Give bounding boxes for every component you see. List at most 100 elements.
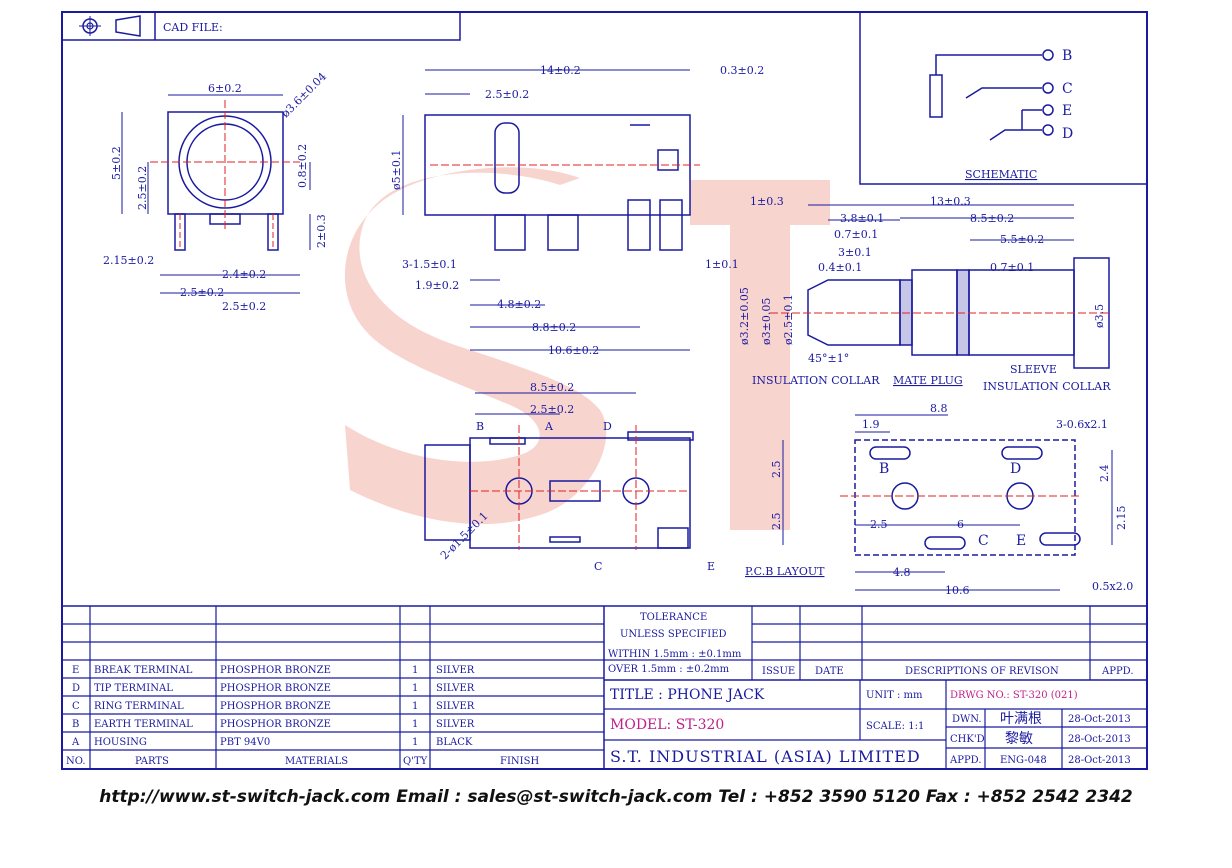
svg-text:PHOSPHOR BRONZE: PHOSPHOR BRONZE (220, 665, 331, 676)
tolerance-line4: OVER 1.5mm : ±0.2mm (608, 664, 730, 675)
table-row: A HOUSING PBT 94V0 1 BLACK (71, 737, 473, 748)
front-pitch2: 2.5±0.2 (180, 286, 224, 299)
plug-d1: 1±0.3 (750, 195, 784, 208)
plug-dia32: ø3.2±0.05 (738, 287, 751, 345)
front-pitch3: 2.5±0.2 (222, 300, 266, 313)
chkd-name: 黎敏 (1005, 731, 1033, 747)
drwg-no: DRWG NO.: ST-320 (021) (950, 690, 1078, 701)
tolerance-line2: UNLESS SPECIFIED (620, 629, 727, 640)
dwn-label: DWN. (952, 714, 982, 725)
plug-d55: 5.5±0.2 (1000, 233, 1044, 246)
side-nose: 2.5±0.2 (485, 88, 529, 101)
dwn-date: 28-Oct-2013 (1068, 714, 1131, 725)
pcb-v25b: 2.5 (770, 513, 783, 531)
svg-text:A: A (71, 737, 80, 748)
chkd-date: 28-Oct-2013 (1068, 734, 1131, 745)
plug-d13: 13±0.3 (930, 195, 971, 208)
side-d106: 10.6±0.2 (548, 344, 599, 357)
plug-d04: 0.4±0.1 (818, 261, 862, 274)
pcb-slots: 3-0.6x2.1 (1056, 418, 1108, 431)
pcb-b: B (879, 461, 889, 477)
pcb-c: C (978, 533, 989, 549)
model-text: MODEL: ST-320 (610, 717, 724, 733)
svg-text:PHOSPHOR BRONZE: PHOSPHOR BRONZE (220, 701, 331, 712)
title-text: TITLE : PHONE JACK (610, 687, 765, 703)
rev-issue: ISSUE (762, 666, 795, 677)
pcb-d88: 8.8 (930, 402, 948, 415)
plug-angle: 45°±1° (808, 352, 849, 365)
plug-d3: 3±0.1 (838, 246, 872, 259)
pcb-h6: 6 (957, 518, 964, 531)
svg-text:SILVER: SILVER (436, 683, 475, 694)
schematic-b: B (1062, 48, 1072, 64)
bottom-a: A (544, 420, 554, 433)
side-d88: 8.8±0.2 (532, 321, 576, 334)
bottom-view (424, 392, 694, 550)
front-pitch1: 2.4±0.2 (222, 268, 266, 281)
svg-text:PBT 94V0: PBT 94V0 (220, 737, 270, 748)
tolerance-line1: TOLERANCE (640, 612, 707, 623)
side-tail: 0.3±0.2 (720, 64, 764, 77)
chkd-label: CHK'D (950, 734, 985, 745)
front-height: 5±0.2 (110, 146, 123, 180)
side-length: 14±0.2 (540, 64, 581, 77)
front-width: 6±0.2 (208, 82, 242, 95)
appd-date: 28-Oct-2013 (1068, 755, 1131, 766)
svg-text:D: D (72, 683, 80, 694)
svg-text:FINISH: FINISH (500, 756, 539, 767)
plug-ins-collar: INSULATION COLLAR (752, 374, 880, 387)
svg-text:BREAK TERMINAL: BREAK TERMINAL (94, 665, 193, 676)
table-row: C RING TERMINAL PHOSPHOR BRONZE 1 SILVER (72, 701, 475, 712)
side-pins: 3-1.5±0.1 (402, 258, 457, 271)
plug-dia3: ø3±0.05 (760, 298, 773, 345)
svg-text:SILVER: SILVER (436, 701, 475, 712)
side-view (402, 69, 700, 351)
svg-text:1: 1 (412, 701, 418, 712)
table-row: B EARTH TERMINAL PHOSPHOR BRONZE 1 SILVE… (72, 719, 475, 730)
svg-text:1: 1 (412, 683, 418, 694)
svg-text:EARTH TERMINAL: EARTH TERMINAL (94, 719, 193, 730)
svg-text:BLACK: BLACK (436, 737, 473, 748)
bottom-e: E (707, 560, 715, 573)
pcb-e: E (1016, 533, 1026, 549)
plug-sleeve: SLEEVE (1010, 363, 1057, 376)
appd-label: APPD. (949, 755, 982, 766)
schematic-c: C (1062, 81, 1073, 97)
pcb-d19: 1.9 (862, 418, 880, 431)
scale-text: SCALE: 1:1 (866, 721, 924, 732)
schematic-e: E (1062, 103, 1072, 119)
plug-dia25: ø2.5±0.1 (782, 294, 795, 345)
svg-text:C: C (72, 701, 80, 712)
plug-d07b: 0.7±0.1 (990, 261, 1034, 274)
cad-file-label: CAD FILE: (163, 21, 223, 34)
table-header: NO. PARTS MATERIALS Q'TY FINISH (66, 756, 539, 767)
schematic (929, 49, 1054, 141)
plug-d38: 3.8±0.1 (840, 212, 884, 225)
appd-name: ENG-048 (1000, 755, 1047, 766)
plug-d85: 8.5±0.2 (970, 212, 1014, 225)
svg-text:E: E (72, 665, 79, 676)
pcb-slot2: 0.5x2.0 (1092, 580, 1133, 593)
svg-text:PHOSPHOR BRONZE: PHOSPHOR BRONZE (220, 719, 331, 730)
front-half-height: 2.5±0.2 (136, 166, 149, 210)
svg-text:PARTS: PARTS (135, 756, 169, 767)
projection-symbol-icon (79, 15, 141, 37)
pcb-h106: 10.6 (945, 584, 970, 597)
pcb-v215: 2.15 (1115, 506, 1128, 531)
table-row: E BREAK TERMINAL PHOSPHOR BRONZE 1 SILVE… (72, 665, 475, 676)
st-watermark (344, 167, 830, 530)
title-block-grid (62, 605, 1147, 769)
svg-text:RING TERMINAL: RING TERMINAL (94, 701, 184, 712)
schematic-title: SCHEMATIC (965, 168, 1037, 181)
plug-sleeve-collar: INSULATION COLLAR (983, 380, 1111, 393)
front-pin-len: 2±0.3 (315, 214, 328, 248)
front-offset: 0.8±0.2 (296, 144, 309, 188)
schematic-d: D (1062, 126, 1073, 142)
pcb-v25a: 2.5 (770, 461, 783, 479)
bottom-d: D (603, 420, 612, 433)
contact-footer: http://www.st-switch-jack.com Email : sa… (99, 787, 1133, 807)
front-view (121, 94, 311, 294)
side-d48: 4.8±0.2 (497, 298, 541, 311)
pcb-d: D (1010, 461, 1021, 477)
